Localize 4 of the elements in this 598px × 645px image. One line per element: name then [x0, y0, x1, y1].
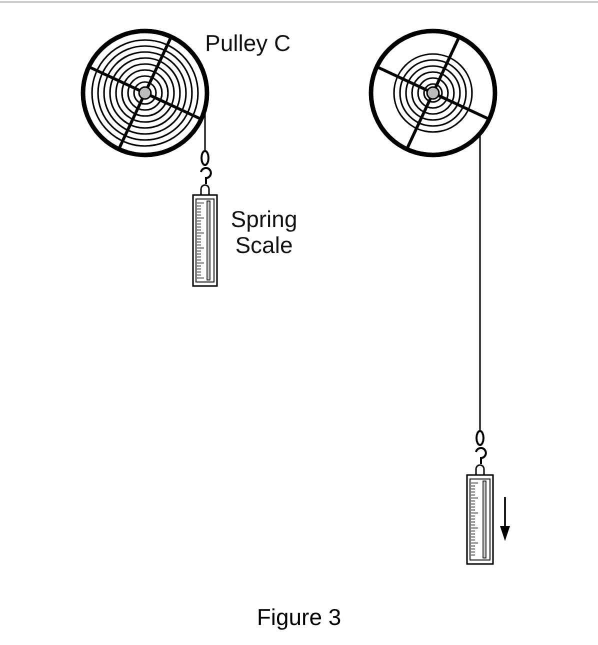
pulley-label: Pulley C [205, 30, 292, 56]
scale-label: Spring Scale [230, 206, 298, 259]
string-line [479, 133, 481, 430]
figure-caption: Figure 3 [256, 604, 342, 630]
